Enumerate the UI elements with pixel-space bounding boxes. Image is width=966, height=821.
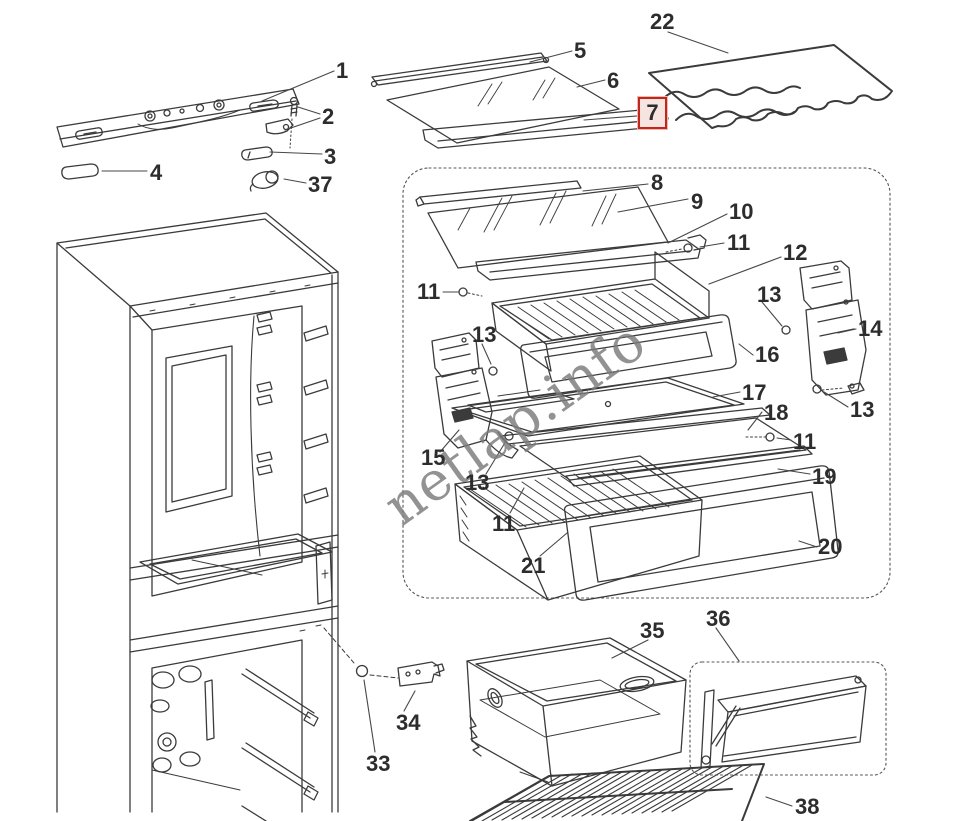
part-10-drawing	[475, 234, 707, 281]
part-label-22[interactable]: 22	[650, 9, 675, 34]
part-label-8[interactable]: 8	[651, 170, 664, 195]
part-12-drawing	[491, 251, 710, 372]
part-label-19[interactable]: 19	[812, 464, 837, 489]
part-17-drawing	[451, 377, 745, 437]
part-37-drawing	[249, 170, 279, 192]
part-label-7-highlighted[interactable]: 7	[638, 97, 667, 129]
part-label-5[interactable]: 5	[574, 38, 587, 63]
part-label-11d[interactable]: 11	[492, 511, 516, 536]
part-8-drawing	[415, 180, 582, 207]
part-16-drawing	[520, 314, 737, 399]
part-label-15[interactable]: 15	[421, 445, 446, 470]
part-label-13a[interactable]: 13	[472, 322, 497, 347]
axis-11b	[467, 292, 483, 297]
part-35-drawing	[466, 637, 687, 787]
part-label-18[interactable]: 18	[764, 400, 789, 425]
axis-13c	[821, 387, 845, 391]
part-38-drawing	[469, 763, 765, 821]
part-label-11b[interactable]: 11	[417, 279, 441, 304]
part-label-13d[interactable]: 13	[465, 470, 490, 495]
group-box-crisper	[402, 167, 891, 599]
part-label-20[interactable]: 20	[818, 534, 843, 559]
part-label-2[interactable]: 2	[322, 104, 335, 129]
group-box-flap	[689, 661, 887, 776]
part-label-11c[interactable]: 11	[793, 429, 817, 454]
part-5-drawing	[370, 52, 550, 88]
part-14-drawing	[799, 260, 867, 396]
part-18-drawing	[499, 407, 771, 445]
pin-13c	[812, 384, 822, 394]
part-label-36[interactable]: 36	[706, 606, 731, 631]
part-36-drawing	[700, 675, 867, 769]
part-label-14[interactable]: 14	[858, 316, 883, 341]
pin-13b	[781, 325, 791, 335]
pin-13d	[504, 431, 514, 441]
part-label-33[interactable]: 33	[366, 751, 391, 776]
cabinet-drawing	[56, 212, 339, 821]
part-label-38[interactable]: 38	[795, 794, 820, 819]
part-label-17[interactable]: 17	[742, 380, 767, 405]
part-label-7: 7	[646, 100, 659, 125]
assembly-axis-33	[323, 627, 399, 679]
leader-lines	[101, 31, 857, 807]
part-label-13b[interactable]: 13	[757, 282, 782, 307]
part-9-drawing	[427, 186, 669, 269]
part-label-16[interactable]: 16	[755, 342, 780, 367]
part-label-3[interactable]: 3	[324, 144, 337, 169]
part-label-37[interactable]: 37	[308, 172, 333, 197]
part-33-drawing	[355, 664, 369, 678]
part-label-11a[interactable]: 11	[727, 230, 751, 255]
part-3-drawing	[241, 146, 273, 161]
pin-11c	[765, 432, 775, 442]
part-label-35[interactable]: 35	[640, 618, 665, 643]
part-label-6[interactable]: 6	[607, 68, 620, 93]
part-34-drawing	[397, 661, 445, 687]
part-label-10[interactable]: 10	[729, 199, 754, 224]
part-label-21[interactable]: 21	[521, 553, 546, 578]
part-15-drawing	[431, 332, 519, 459]
part-4-drawing	[61, 163, 99, 180]
part-label-9[interactable]: 9	[691, 189, 704, 214]
part-1-drawing	[56, 88, 300, 148]
part-label-1[interactable]: 1	[336, 58, 349, 83]
part-21-drawing	[454, 455, 703, 601]
pin-13a	[488, 366, 498, 376]
part-20-drawing	[563, 465, 839, 601]
pin-11b	[458, 287, 468, 297]
part-label-12[interactable]: 12	[783, 240, 808, 265]
part-22-drawing	[648, 44, 893, 129]
part-label-34[interactable]: 34	[396, 710, 421, 735]
axis-11a	[665, 248, 683, 253]
part-label-4[interactable]: 4	[150, 160, 163, 185]
pin-11a	[683, 243, 693, 253]
part-label-13c[interactable]: 13	[850, 397, 875, 422]
part-2-drawing	[265, 96, 299, 149]
